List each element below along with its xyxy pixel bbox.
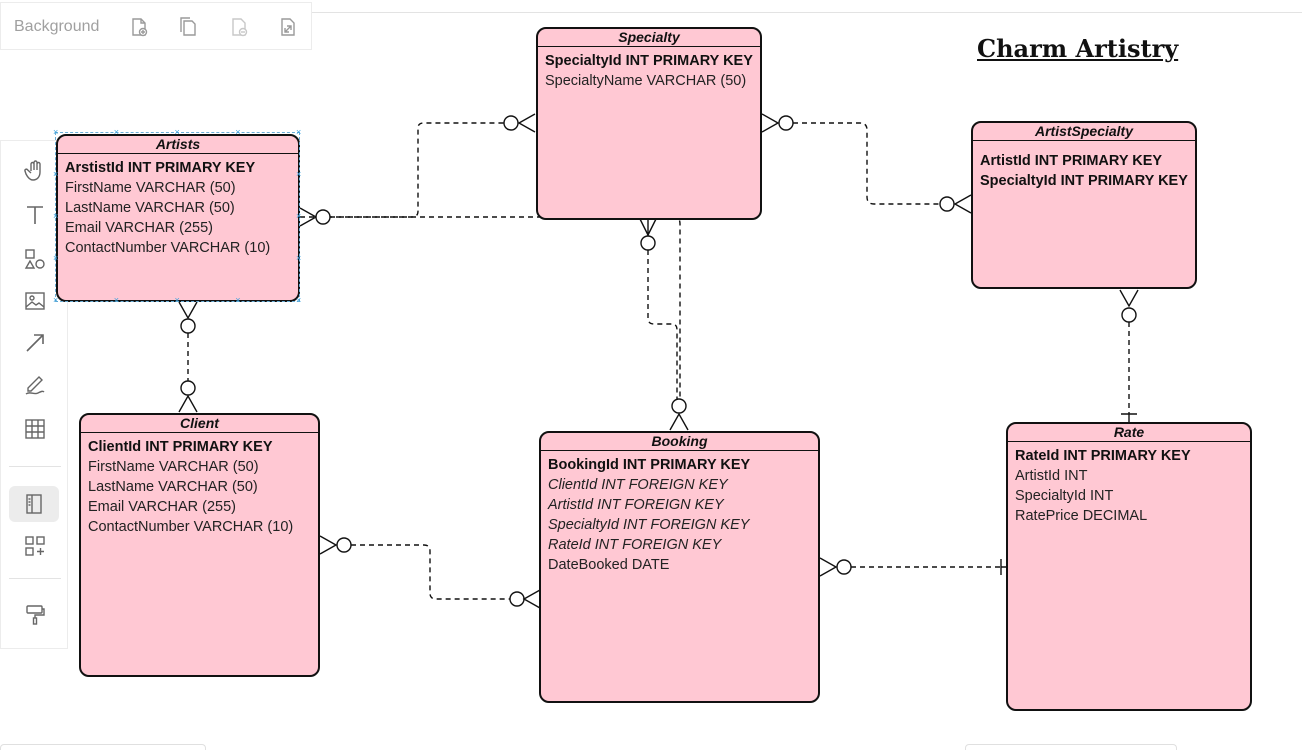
entity-title: Client [81, 415, 318, 433]
field-rate-id: RateId INT FOREIGN KEY [548, 537, 722, 553]
add-widget-icon[interactable] [21, 532, 49, 560]
resize-page-icon[interactable] [276, 15, 300, 39]
entity-fields: ArstistId INT PRIMARY KEY FirstName VARC… [58, 154, 298, 258]
field-artist-id: ArstistId INT PRIMARY KEY [65, 160, 256, 176]
entity-title: Booking [541, 433, 818, 451]
field-email: Email VARCHAR (255) [65, 220, 213, 236]
field-specialty-id: SpecialtyId INT [1015, 488, 1114, 504]
field-rate-price: RatePrice DECIMAL [1015, 508, 1148, 524]
panel-icon[interactable] [9, 486, 59, 522]
entity-title: Specialty [538, 29, 760, 47]
top-bar [0, 0, 1302, 13]
tool-separator [9, 466, 61, 467]
tool-rail [0, 140, 68, 649]
entity-fields: BookingId INT PRIMARY KEY ClientId INT F… [541, 451, 818, 575]
table-icon[interactable] [21, 415, 49, 443]
pen-icon[interactable] [21, 371, 49, 399]
entity-fields: RateId INT PRIMARY KEY ArtistId INT Spec… [1008, 442, 1250, 526]
field-specialty-id: SpecialtyId INT PRIMARY KEY [980, 173, 1188, 189]
entity-fields: SpecialtyId INT PRIMARY KEY SpecialtyNam… [538, 47, 760, 91]
bottom-panel-tab[interactable] [965, 744, 1177, 750]
connector-booking-rate[interactable] [819, 557, 1007, 577]
connector-artists-booking[interactable] [330, 216, 689, 431]
delete-page-icon[interactable] [227, 15, 251, 39]
connector-specialty-booking[interactable] [639, 218, 678, 400]
field-specialty-id: SpecialtyId INT FOREIGN KEY [548, 517, 750, 533]
shapes-icon[interactable] [21, 245, 49, 273]
connector-artistspecialty-rate[interactable] [1119, 289, 1139, 422]
entity-client[interactable]: Client ClientId INT PRIMARY KEY FirstNam… [79, 413, 320, 677]
field-first-name: FirstName VARCHAR (50) [65, 180, 236, 196]
field-email: Email VARCHAR (255) [88, 499, 236, 515]
bottom-panel-tab[interactable] [0, 744, 206, 750]
entity-title: Artists [58, 136, 298, 154]
entity-title: ArtistSpecialty [973, 123, 1195, 141]
field-booking-id: BookingId INT PRIMARY KEY [548, 457, 751, 473]
field-first-name: FirstName VARCHAR (50) [88, 459, 259, 475]
entity-title: Rate [1008, 424, 1250, 442]
connector-client-booking[interactable] [319, 535, 541, 609]
field-contact-number: ContactNumber VARCHAR (10) [88, 519, 294, 535]
background-label[interactable]: Background [14, 18, 100, 35]
field-last-name: LastName VARCHAR (50) [65, 200, 235, 216]
background-toolbar: Background [0, 2, 312, 50]
arrow-icon[interactable] [21, 329, 49, 357]
field-date-booked: DateBooked DATE [548, 557, 670, 573]
field-rate-id: RateId INT PRIMARY KEY [1015, 448, 1191, 464]
hand-icon[interactable] [21, 157, 49, 185]
field-artist-id: ArtistId INT FOREIGN KEY [548, 497, 724, 513]
field-contact-number: ContactNumber VARCHAR (10) [65, 240, 271, 256]
entity-booking[interactable]: Booking BookingId INT PRIMARY KEY Client… [539, 431, 820, 703]
add-page-icon[interactable] [127, 15, 151, 39]
field-specialty-name: SpecialtyName VARCHAR (50) [545, 73, 747, 89]
format-painter-icon[interactable] [21, 601, 49, 629]
entity-artists[interactable]: Artists ArstistId INT PRIMARY KEY FirstN… [56, 134, 300, 302]
diagram-title[interactable]: Charm Artistry [977, 34, 1179, 63]
image-icon[interactable] [21, 287, 49, 315]
field-specialty-id: SpecialtyId INT PRIMARY KEY [545, 53, 753, 69]
field-artist-id: ArtistId INT PRIMARY KEY [980, 153, 1163, 169]
field-last-name: LastName VARCHAR (50) [88, 479, 258, 495]
entity-rate[interactable]: Rate RateId INT PRIMARY KEY ArtistId INT… [1006, 422, 1252, 711]
text-icon[interactable] [21, 201, 49, 229]
entity-fields: ClientId INT PRIMARY KEY FirstName VARCH… [81, 433, 318, 537]
copy-page-icon[interactable] [176, 15, 200, 39]
field-client-id: ClientId INT PRIMARY KEY [88, 439, 273, 455]
field-artist-id: ArtistId INT [1015, 468, 1088, 484]
entity-artist-specialty[interactable]: ArtistSpecialty ArtistId INT PRIMARY KEY… [971, 121, 1197, 289]
connector-specialty-artistspecialty[interactable] [761, 113, 972, 214]
field-client-id: ClientId INT FOREIGN KEY [548, 477, 728, 493]
connector-artists-client[interactable] [178, 301, 198, 413]
tool-separator [9, 578, 61, 579]
entity-fields: ArtistId INT PRIMARY KEY SpecialtyId INT… [973, 141, 1195, 191]
connector-artists-specialty[interactable] [299, 113, 536, 227]
entity-specialty[interactable]: Specialty SpecialtyId INT PRIMARY KEY Sp… [536, 27, 762, 220]
